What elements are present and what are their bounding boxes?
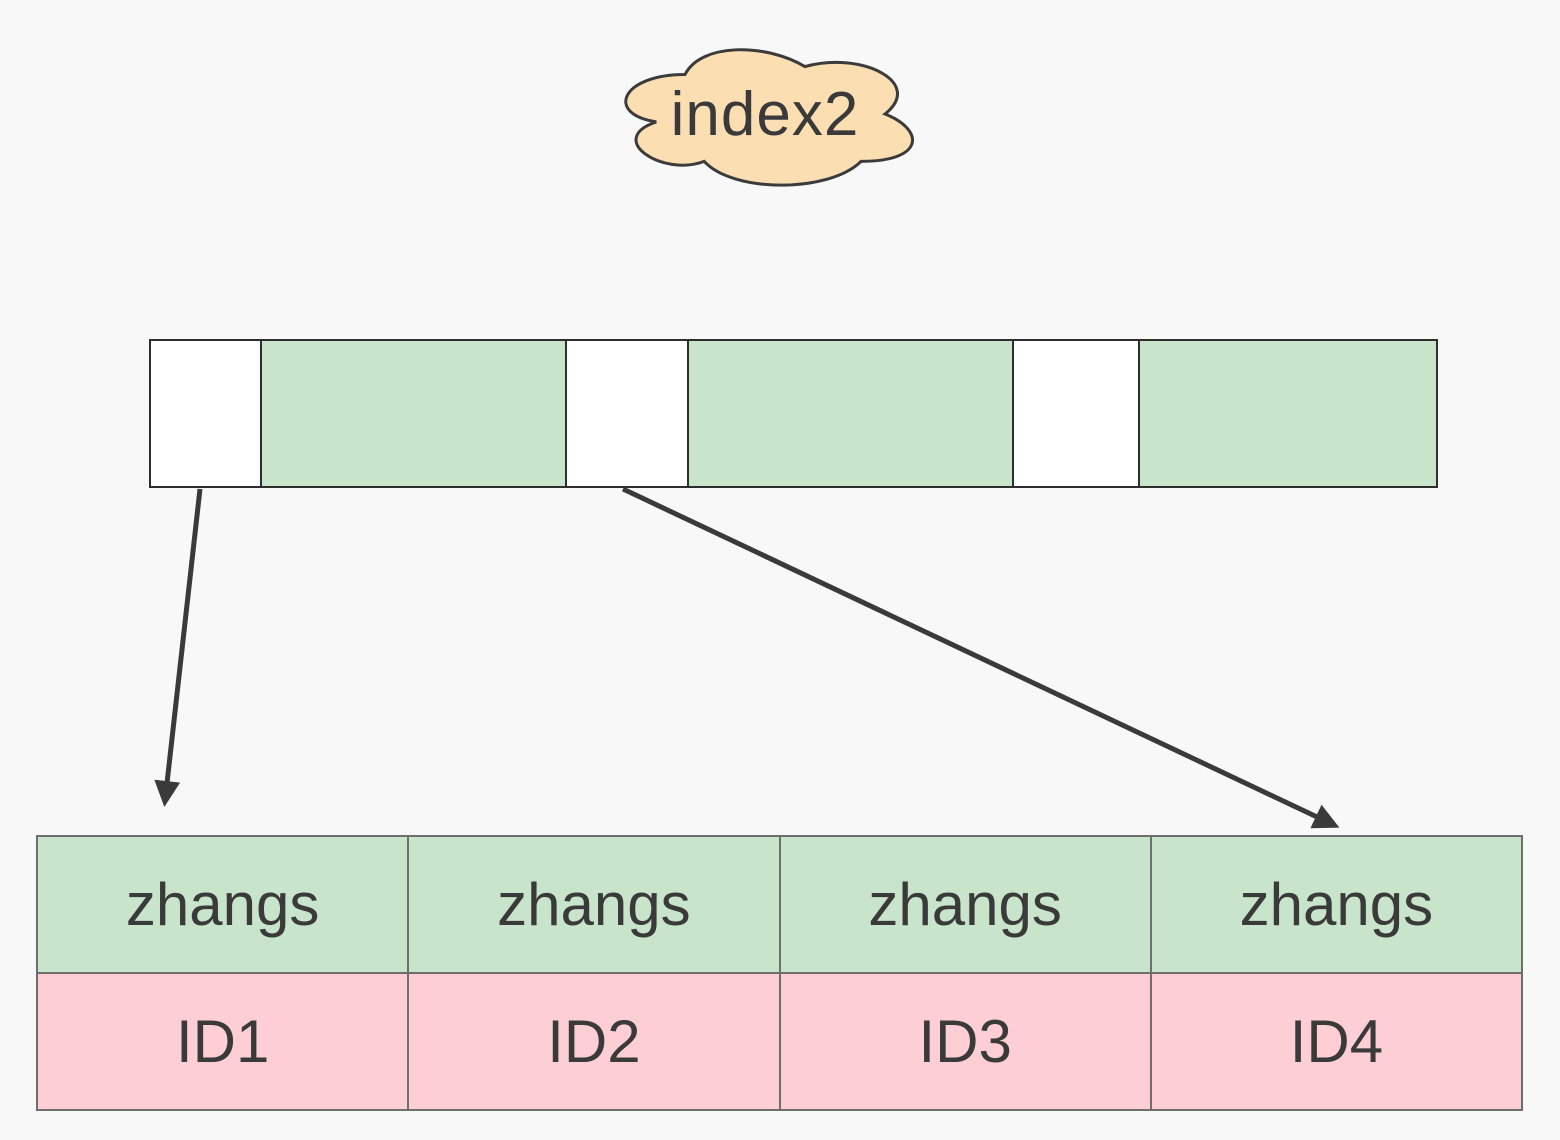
pointer-arrow-1: [154, 488, 203, 807]
record-id-cell: ID4: [1149, 972, 1524, 1111]
index-bar-segment-empty: [565, 341, 688, 486]
index-bar-segment-empty: [151, 341, 260, 486]
record-name-cell: zhangs: [407, 835, 781, 974]
index-bar-segment-filled: [687, 341, 1012, 486]
index-bar-segment-filled: [1138, 341, 1436, 486]
cloud-outline-icon: [624, 48, 914, 187]
record-name-cell: zhangs: [778, 835, 1152, 974]
record-id-cell: ID2: [407, 972, 781, 1111]
record-id-cell: ID1: [35, 972, 410, 1111]
pointer-arrow-2: [621, 486, 1340, 829]
index-bar-segment-filled: [259, 341, 566, 486]
record-name-cell: zhangs: [1149, 835, 1524, 974]
index-bar-segment-empty: [1011, 341, 1139, 486]
index-slots-bar: [149, 339, 1438, 488]
index-name-label: index2: [670, 79, 860, 149]
record-id-cell: ID3: [778, 972, 1152, 1111]
record-name-cell: zhangs: [35, 835, 410, 974]
cloud-shape: [624, 48, 914, 187]
